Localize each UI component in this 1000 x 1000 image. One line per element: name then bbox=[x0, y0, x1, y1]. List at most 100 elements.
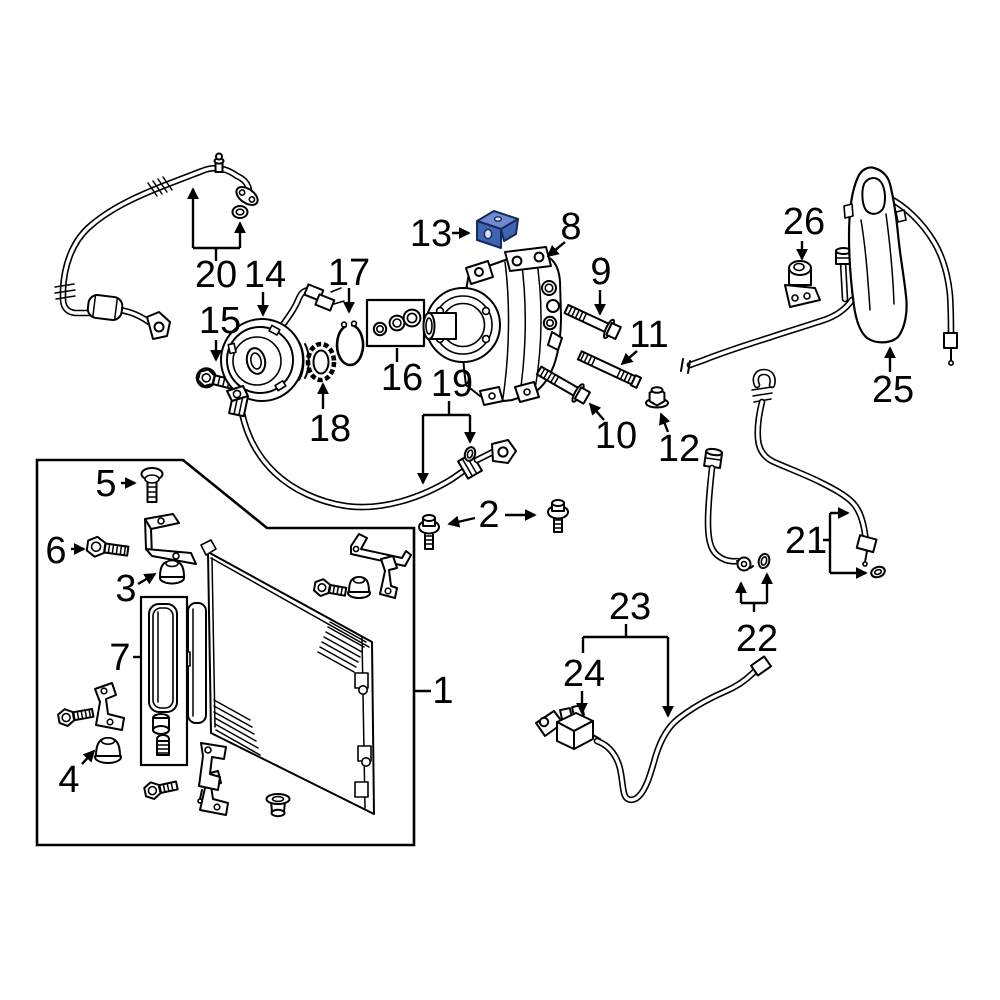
callout-3[interactable]: 3 bbox=[115, 568, 157, 610]
pipe23-end-fitting bbox=[750, 655, 772, 677]
callout-1-label[interactable]: 1 bbox=[432, 670, 453, 712]
hose19-flange-right bbox=[491, 439, 517, 464]
top-right-bracket-long bbox=[350, 533, 412, 567]
callout-26[interactable]: 26 bbox=[783, 201, 825, 261]
grommet-4 bbox=[94, 736, 122, 764]
callout-19-label[interactable]: 19 bbox=[431, 363, 473, 405]
clutch-pulley-14 bbox=[220, 283, 345, 402]
callout-20[interactable]: 20 bbox=[187, 187, 246, 296]
grommet-3 bbox=[159, 559, 185, 585]
callout-5-label[interactable]: 5 bbox=[95, 463, 116, 505]
callout-22-label[interactable]: 22 bbox=[736, 618, 778, 660]
callout-12[interactable]: 12 bbox=[658, 412, 700, 470]
callout-23[interactable]: 23 bbox=[581, 586, 674, 718]
callout-8[interactable]: 8 bbox=[546, 206, 582, 258]
callout-15-label[interactable]: 15 bbox=[199, 300, 241, 342]
callout-1[interactable]: 1 bbox=[414, 670, 454, 712]
clamp-bracket-26 bbox=[784, 260, 821, 308]
pipe22-fitting bbox=[703, 447, 724, 470]
callout-16[interactable]: 16 bbox=[381, 348, 423, 399]
callout-11[interactable]: 11 bbox=[620, 314, 669, 366]
callout-21-label[interactable]: 21 bbox=[785, 520, 827, 562]
pipe21-end-fitting bbox=[855, 534, 878, 554]
bolt-5 bbox=[140, 467, 164, 503]
callout-7[interactable]: 7 bbox=[109, 637, 141, 679]
stud-bolt-11 bbox=[576, 350, 643, 389]
pipe-22 bbox=[703, 447, 771, 572]
callout-10[interactable]: 10 bbox=[588, 402, 637, 457]
bolt-15 bbox=[195, 367, 240, 391]
tube-end-fitting-right bbox=[943, 332, 958, 366]
callout-12-label[interactable]: 12 bbox=[658, 428, 700, 470]
clutch-wire-connectors bbox=[303, 283, 345, 312]
callout-2-label[interactable]: 2 bbox=[478, 494, 499, 536]
bolt-2-left bbox=[418, 514, 440, 550]
gasket-18 bbox=[305, 341, 337, 383]
callout-14-label[interactable]: 14 bbox=[244, 254, 286, 296]
callout-6-label[interactable]: 6 bbox=[45, 530, 66, 572]
o-ring-22 bbox=[757, 552, 771, 570]
bracket-13-top-hole bbox=[493, 216, 503, 222]
bracket-13-front-hole bbox=[483, 228, 493, 240]
top-right-bolt bbox=[312, 578, 348, 597]
callout-25-label[interactable]: 25 bbox=[872, 369, 914, 411]
callout-24-label[interactable]: 24 bbox=[563, 653, 605, 695]
callout-18-label[interactable]: 18 bbox=[309, 408, 351, 450]
bolt-6 bbox=[85, 535, 130, 558]
callout-11-label[interactable]: 11 bbox=[629, 314, 668, 356]
top-right-bracket-strap bbox=[379, 555, 398, 599]
callout-9-label[interactable]: 9 bbox=[590, 251, 611, 293]
lower-bolt bbox=[143, 780, 179, 800]
callouts: 1 2 3 4 5 6 7 8 bbox=[45, 187, 914, 801]
callout-18[interactable]: 18 bbox=[309, 382, 351, 450]
callout-4-label[interactable]: 4 bbox=[58, 759, 79, 801]
callout-7-label[interactable]: 7 bbox=[109, 637, 130, 679]
compressor-8 bbox=[422, 246, 563, 406]
callout-5[interactable]: 5 bbox=[95, 463, 137, 505]
callout-13[interactable]: 13 bbox=[410, 213, 471, 255]
callout-19[interactable]: 19 bbox=[417, 363, 476, 485]
callout-21[interactable]: 21 bbox=[785, 507, 868, 579]
callout-14[interactable]: 14 bbox=[244, 254, 286, 317]
callout-8-label[interactable]: 8 bbox=[560, 206, 581, 248]
callout-2[interactable]: 2 bbox=[447, 494, 537, 536]
condenser-foot-bracket bbox=[197, 742, 227, 804]
callout-10-label[interactable]: 10 bbox=[595, 415, 637, 457]
callout-24[interactable]: 24 bbox=[563, 653, 605, 715]
suction-hose-20 bbox=[54, 152, 259, 340]
callout-23-label[interactable]: 23 bbox=[609, 586, 651, 628]
callout-4[interactable]: 4 bbox=[58, 749, 96, 801]
callout-9[interactable]: 9 bbox=[590, 251, 612, 316]
callout-22[interactable]: 22 bbox=[735, 572, 778, 660]
bottom-grommet bbox=[265, 793, 291, 818]
side-bolt bbox=[57, 707, 95, 727]
callout-17-label[interactable]: 17 bbox=[328, 252, 370, 294]
pipe-23 bbox=[593, 655, 772, 804]
o-ring-21 bbox=[870, 565, 886, 579]
hose-flange-fitting bbox=[235, 186, 259, 206]
callout-13-label[interactable]: 13 bbox=[410, 213, 452, 255]
callout-3-label[interactable]: 3 bbox=[115, 568, 136, 610]
upper-mount-bracket bbox=[144, 513, 197, 565]
discharge-hose-19 bbox=[226, 385, 517, 511]
bolt-9 bbox=[563, 303, 622, 340]
o-ring-20 bbox=[231, 205, 249, 219]
condenser-group-1 bbox=[35, 458, 416, 847]
callout-25[interactable]: 25 bbox=[872, 346, 914, 411]
hose-service-valve bbox=[213, 152, 225, 173]
callout-15[interactable]: 15 bbox=[199, 300, 241, 362]
callout-16-label[interactable]: 16 bbox=[381, 357, 423, 399]
hose19-flange-left bbox=[226, 385, 249, 402]
callout-6[interactable]: 6 bbox=[45, 530, 86, 572]
o-ring-kit-16 bbox=[365, 298, 426, 348]
bolt-10 bbox=[535, 365, 591, 405]
hose-end-bracket bbox=[146, 311, 171, 340]
callout-17[interactable]: 17 bbox=[328, 252, 370, 314]
condenser-core bbox=[183, 539, 375, 815]
callout-20-label[interactable]: 20 bbox=[195, 254, 237, 296]
compressor-bracket-13-highlighted[interactable] bbox=[476, 210, 519, 249]
flange-nut-12 bbox=[645, 386, 669, 409]
callout-26-label[interactable]: 26 bbox=[783, 201, 825, 243]
drier-kit-7 bbox=[139, 595, 189, 767]
